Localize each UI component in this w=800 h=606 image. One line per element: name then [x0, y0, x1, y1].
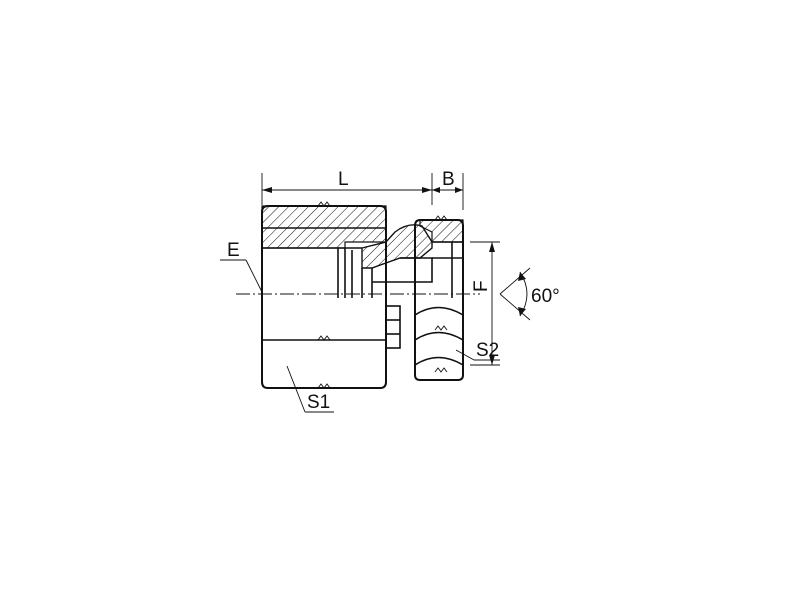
dimension-b — [432, 173, 464, 210]
inner-thread — [262, 247, 362, 298]
dimension-l — [261, 173, 433, 205]
label-s2: S2 — [476, 340, 499, 361]
hex-nut-s2 — [414, 215, 464, 381]
leader-e — [220, 259, 263, 293]
label-b: B — [442, 169, 455, 190]
leader-s1 — [286, 365, 334, 413]
hatch-section-left — [261, 205, 387, 249]
label-l: L — [338, 169, 349, 190]
label-e: E — [227, 240, 240, 261]
angle-60 — [499, 267, 531, 321]
lower-neck — [385, 305, 401, 349]
label-s1: S1 — [307, 392, 330, 413]
label-angle: 60° — [531, 286, 560, 307]
leader-s2 — [455, 349, 500, 361]
label-f: F — [471, 280, 492, 292]
